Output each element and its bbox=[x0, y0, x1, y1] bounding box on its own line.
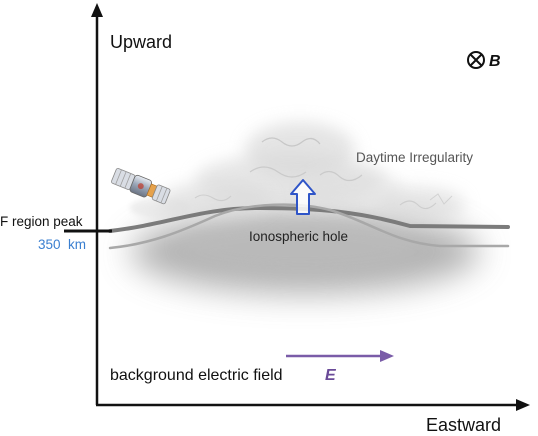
electric-field-symbol: E bbox=[325, 367, 337, 384]
eastward-label: Eastward bbox=[426, 415, 501, 435]
magnetic-field-indicator: B bbox=[467, 51, 501, 70]
f-layer-lower-line bbox=[108, 203, 510, 250]
circled-times-icon bbox=[467, 51, 485, 69]
daytime-irregularity-label: Daytime Irregularity bbox=[356, 150, 473, 165]
horizontal-axis-arrowhead bbox=[516, 399, 530, 411]
upward-label: Upward bbox=[110, 32, 172, 52]
ionospheric-hole-label: Ionospheric hole bbox=[249, 229, 348, 244]
background-field-label: background electric field bbox=[110, 367, 283, 384]
electric-field-arrow bbox=[286, 350, 394, 362]
axes bbox=[64, 3, 530, 411]
electric-field-arrowhead bbox=[380, 350, 394, 362]
satellite-icon bbox=[111, 168, 171, 205]
magnetic-field-symbol: B bbox=[489, 53, 501, 70]
f-layer-upper-line bbox=[108, 205, 510, 233]
f-region-altitude-label: 350 km bbox=[38, 237, 86, 252]
f-region-peak-label: F region peak bbox=[0, 214, 83, 229]
upward-arrow-icon bbox=[290, 179, 316, 215]
ionospheric-hole-shading bbox=[130, 210, 480, 294]
daytime-irregularity-cloud bbox=[130, 122, 465, 223]
vertical-axis-arrowhead bbox=[91, 3, 103, 17]
